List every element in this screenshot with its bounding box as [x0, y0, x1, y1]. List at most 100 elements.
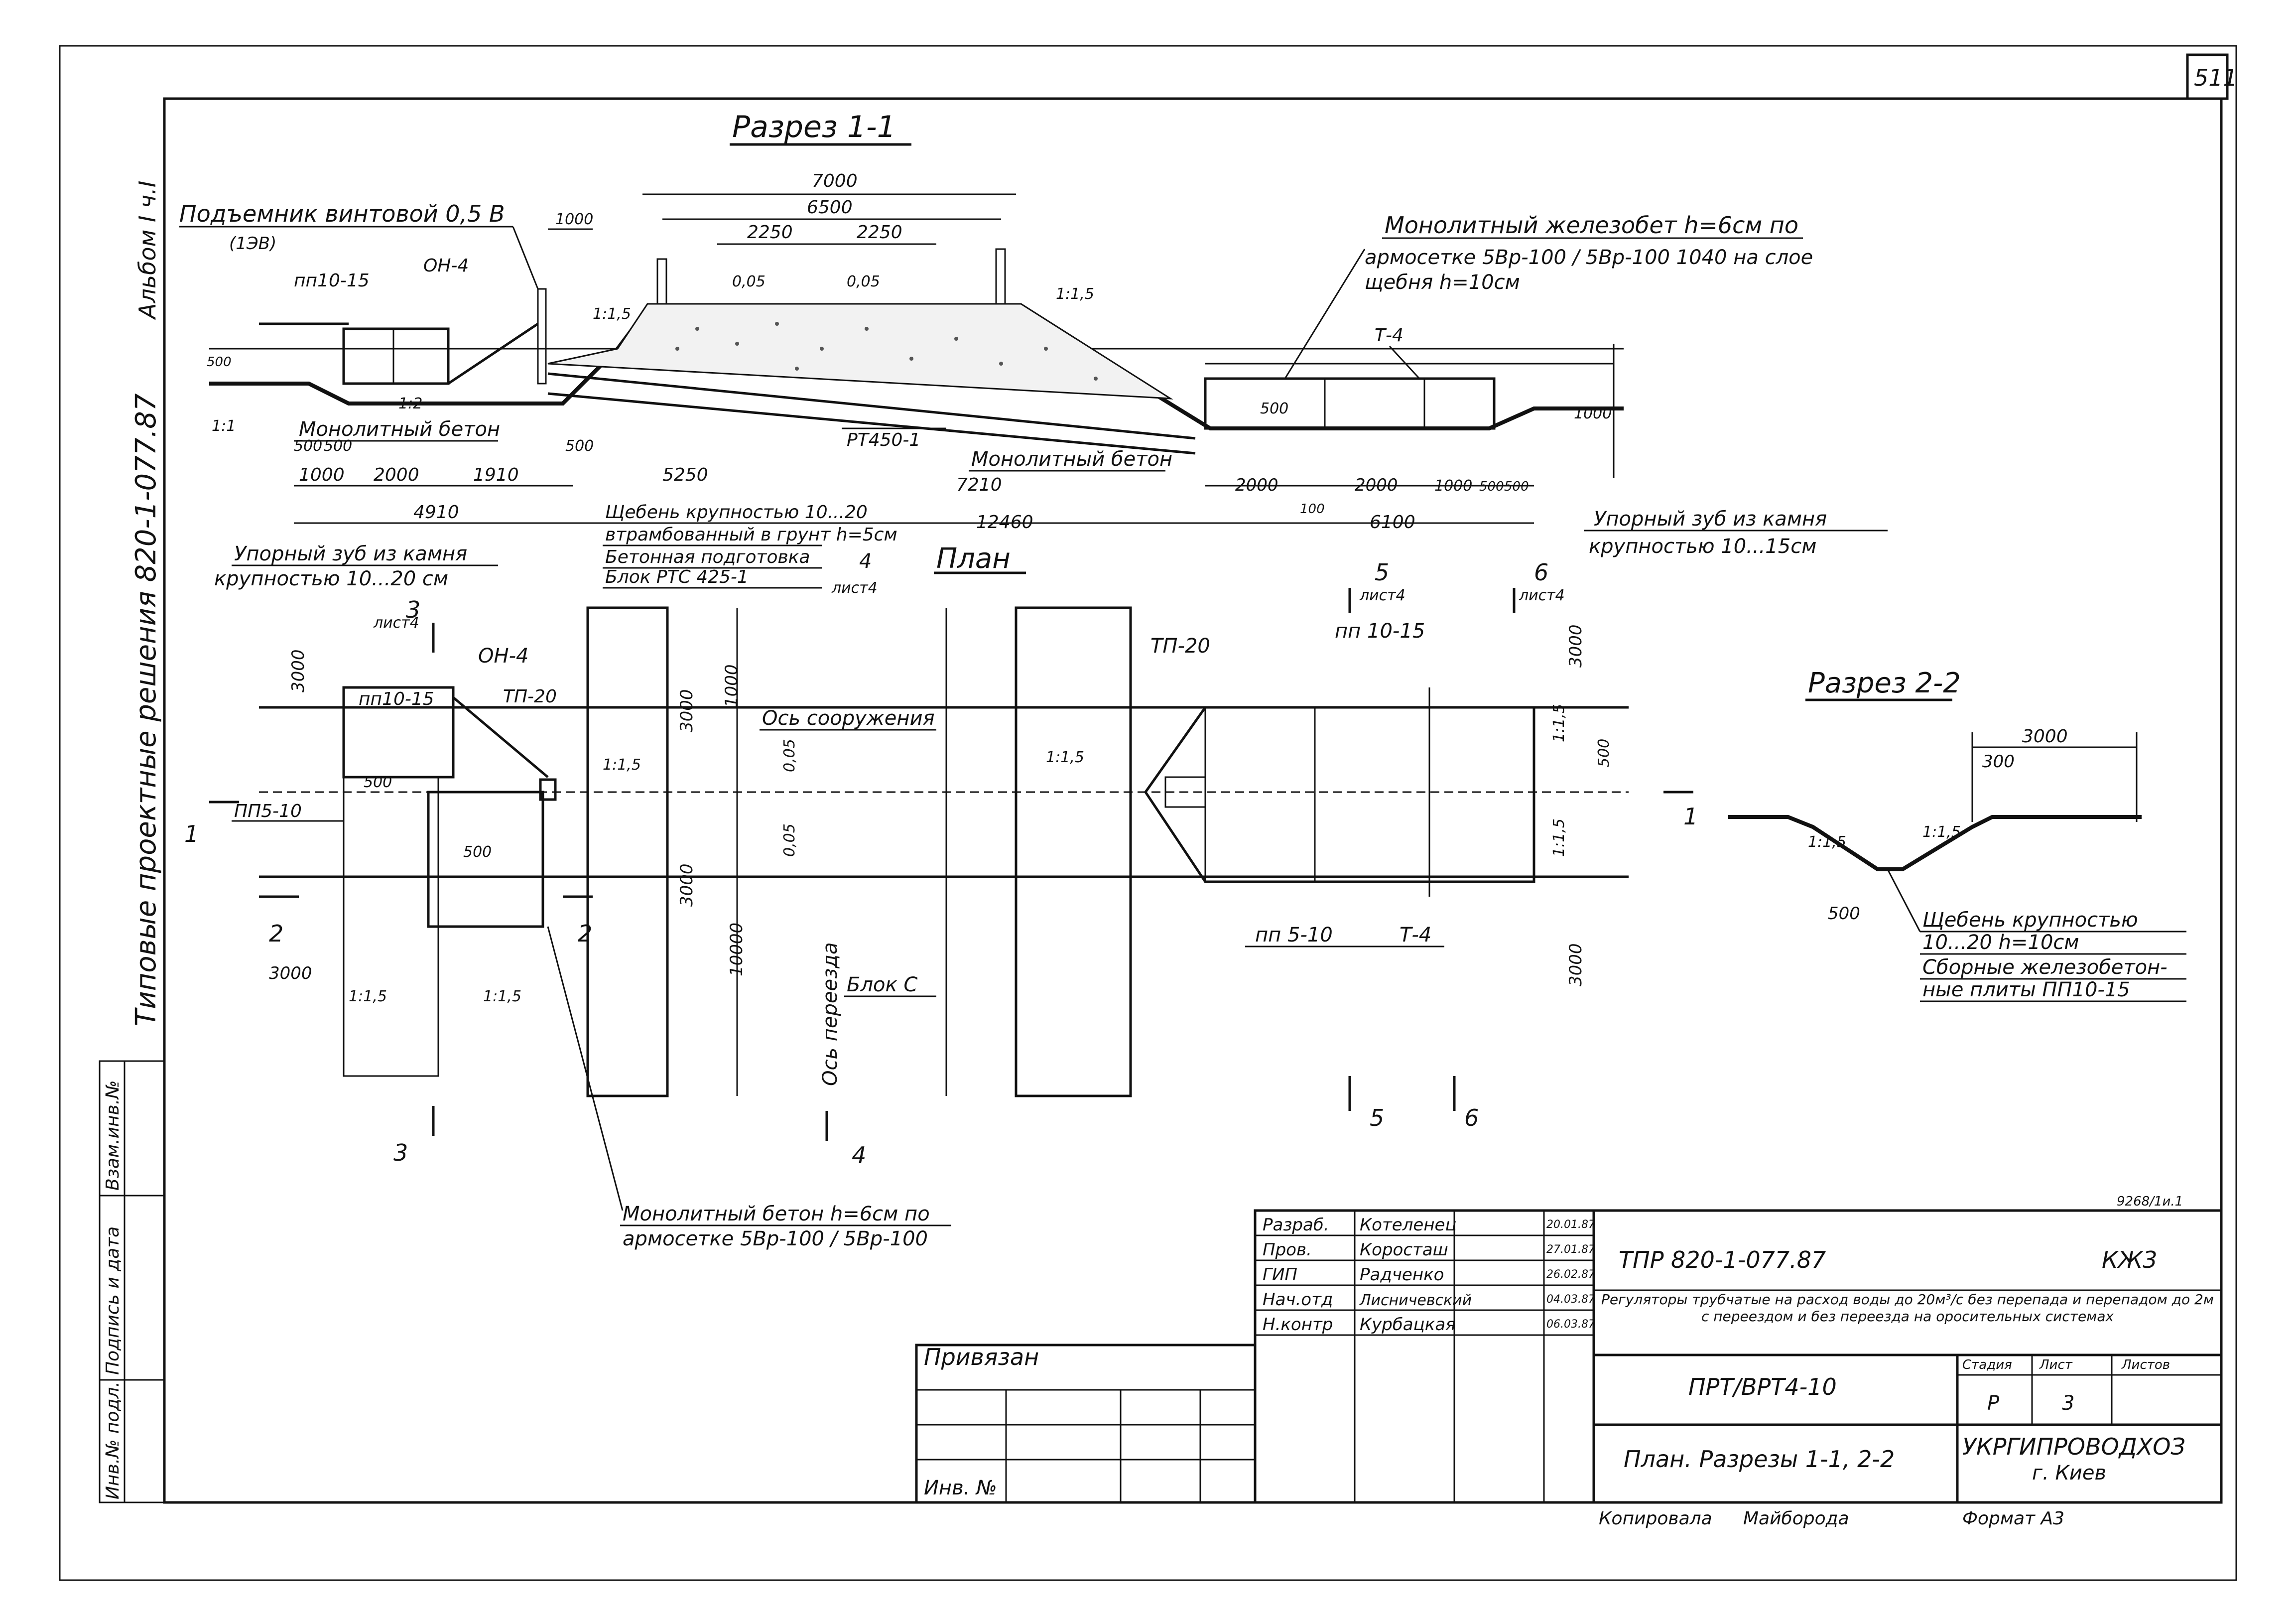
copier-name: Майборода — [1743, 1508, 1849, 1529]
plan-dim-1000: 1000 — [722, 664, 742, 707]
dim-7210: 7210 — [956, 475, 1002, 495]
plan-slope-f: 1:1,5 — [1550, 818, 1568, 857]
slope-1-1-5-left: 1:1,5 — [593, 305, 631, 323]
label-on4: ОН-4 — [423, 256, 469, 276]
plan-dim-10000: 10000 — [727, 923, 747, 976]
ref-6-bottom: 6 — [1464, 1104, 1479, 1131]
plan-dim-3000-b: 3000 — [677, 689, 697, 732]
role-1: Пров. — [1263, 1240, 1312, 1260]
plan-dim-3000-d: 3000 — [1566, 624, 1586, 668]
plan-slope-a: 1:1,5 — [603, 756, 641, 774]
plan-pp10-15-right: пп 10-15 — [1335, 620, 1425, 643]
dim-6100: 6100 — [1370, 512, 1415, 533]
label-t4-section: Т-4 — [1375, 325, 1403, 346]
dim-500-b: 500 — [324, 437, 352, 455]
label-monolith-right: Монолитный бетон — [971, 448, 1172, 471]
role-2: ГИП — [1263, 1265, 1297, 1285]
dim-2250-a: 2250 — [747, 222, 793, 243]
dim-500-r1: 500 — [1479, 479, 1504, 494]
plan-tp20-right: ТП-20 — [1150, 635, 1210, 658]
section-2-2: Разрез 2-2 3000 300 500 1:1,5 1:1,5 Щебе… — [1728, 667, 2186, 1002]
stone-left-size: крупностью 10...20 см — [214, 567, 448, 590]
mesh-label: армосетке 5Вр-100 / 5Вр-100 1040 на слое — [1365, 246, 1813, 269]
copied-label: Копировала — [1599, 1508, 1712, 1529]
gravel-layer: щебня h=10см — [1365, 271, 1520, 294]
slope-1-1-5-right: 1:1,5 — [1056, 285, 1094, 303]
section-1-1-title: Разрез 1-1 — [732, 110, 896, 144]
role-4: Н.контр — [1263, 1315, 1333, 1335]
series-label: Типовые проектные решения 820-1-077.87 — [130, 393, 162, 1026]
plan-dim-500-c: 500 — [1595, 739, 1613, 767]
page-number: 511 — [2194, 64, 2238, 91]
role-0: Разраб. — [1263, 1215, 1329, 1235]
dim-1000-top: 1000 — [555, 211, 593, 228]
plan-dim-3000-e: 3000 — [1566, 943, 1586, 986]
sheet-value: 3 — [2062, 1392, 2074, 1415]
mark: КЖ3 — [2102, 1246, 2157, 1273]
plan-t4: Т-4 — [1400, 924, 1431, 946]
ref-2-right: 2 — [578, 920, 592, 947]
name-4: Курбацкая — [1360, 1315, 1456, 1335]
dim-500-l: 500 — [207, 355, 232, 370]
ref-3-sheet: лист4 — [373, 614, 419, 632]
legend-line-2: втрамбованный в грунт h=5см — [605, 525, 897, 545]
hoist-label: Подъемник винтовой 0,5 В — [179, 200, 505, 227]
legend-line-4: Блок РТС 425-1 — [605, 567, 749, 587]
ref-1-right: 1 — [1683, 803, 1698, 830]
plan-slope-e: 1:1,5 — [1550, 704, 1568, 742]
role-3: Нач.отд — [1263, 1290, 1333, 1310]
page-number-box — [2186, 53, 2229, 100]
side-sign-date: Подпись и дата — [103, 1226, 123, 1375]
stone-right-size: крупностью 10...15см — [1589, 535, 1816, 558]
description-box: Регуляторы трубчатые на расход воды до 2… — [1601, 1291, 2214, 1325]
dim-2000-r2: 2000 — [1355, 475, 1398, 495]
dim-500-r3: 500 — [1260, 400, 1288, 417]
org-city: г. Киев — [2032, 1462, 2106, 1485]
section-1-1: Разрез 1-1 7000 — [179, 110, 1888, 597]
s22-dim-3000: 3000 — [2022, 726, 2068, 747]
monolithic-label: Монолитный железобет h=6см по — [1385, 212, 1798, 239]
dim-100: 100 — [1300, 502, 1325, 517]
plan-monolith-mesh: армосетке 5Вр-100 / 5Вр-100 — [623, 1227, 928, 1250]
legend-line-1: Щебень крупностью 10...20 — [605, 502, 868, 523]
inv-label: Инв. № — [924, 1477, 997, 1499]
dim-2250-b: 2250 — [857, 222, 902, 243]
album-label: Альбом I ч.I — [134, 181, 161, 320]
name-3: Лисничевский — [1359, 1292, 1472, 1309]
org-name: УКРГИПРОВОДХОЗ — [1962, 1433, 2185, 1460]
dim-12460: 12460 — [976, 512, 1033, 533]
project-code: ТПР 820-1-077.87 — [1619, 1246, 1826, 1273]
stone-left: Упорный зуб из камня — [234, 542, 467, 565]
plan-pp10-15-left: пп10-15 — [359, 689, 434, 709]
plan-dim-3000-a: 3000 — [288, 649, 308, 692]
stage-value: Р — [1987, 1392, 2000, 1415]
side-inv-orig: Инв.№ подл. — [103, 1381, 123, 1499]
dim-7000: 7000 — [812, 171, 858, 191]
plan-monolith-note: Монолитный бетон h=6см по — [623, 1203, 930, 1225]
s22-dim-300: 300 — [1982, 752, 2015, 772]
dim-1000-r: 1000 — [1434, 477, 1472, 495]
plan-dim-500-a: 500 — [364, 774, 392, 791]
s22-note-1: Щебень крупностью — [1922, 909, 2138, 932]
ref-4: 4 — [859, 550, 872, 573]
stone-right: Упорный зуб из камня — [1594, 508, 1827, 531]
side-stamp: Взам.инв.№ Подпись и дата Инв.№ подл. — [99, 1060, 165, 1503]
description: Регуляторы трубчатые на расход воды до 2… — [1601, 1291, 2214, 1325]
dim-6500: 6500 — [807, 197, 853, 218]
s22-slope-b: 1:1,5 — [1922, 823, 1961, 841]
plan-pp5-10-right: пп 5-10 — [1255, 924, 1333, 946]
plan-grade-a: 0,05 — [781, 739, 798, 772]
ref-3-bottom: 3 — [393, 1139, 408, 1166]
block-c: Блок С — [847, 973, 917, 996]
name-0: Котеленец — [1360, 1215, 1457, 1235]
plan-dim-3000-c: 3000 — [677, 863, 697, 907]
plan-on4: ОН-4 — [478, 645, 528, 668]
sheet-header: Лист — [2039, 1357, 2073, 1372]
dim-1000: 1000 — [299, 465, 345, 485]
plan-slope-c: 1:1,5 — [349, 988, 387, 1005]
sheets-header: Листов — [2121, 1357, 2170, 1372]
attached-label: Привязан — [924, 1344, 1039, 1370]
ref-2-left: 2 — [269, 920, 283, 947]
ref-4-sheet: лист4 — [831, 579, 878, 597]
plan-view: План пп10-15 ОН-4 ТП-20 ПП5-10 ТП-20 пп … — [184, 542, 1698, 1250]
